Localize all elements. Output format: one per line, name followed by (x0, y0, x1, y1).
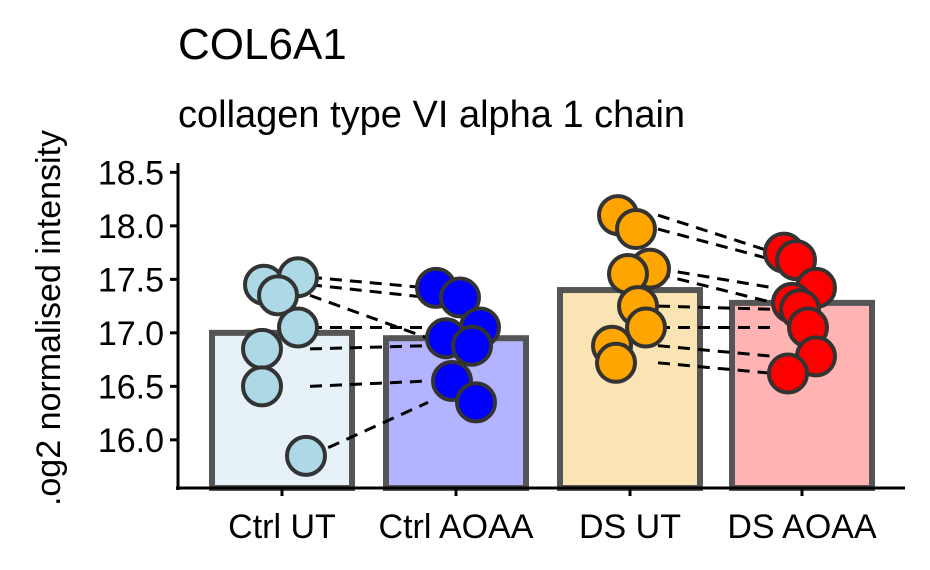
point-2-5 (451, 324, 493, 367)
point-1-7 (285, 434, 327, 477)
y-tick-label-3: 17.0 (98, 315, 164, 353)
y-tick-label-4: 17.5 (98, 261, 164, 299)
y-tick-label-2: 16.5 (98, 368, 164, 406)
point-3-2 (615, 208, 657, 251)
pair-line-1-7 (309, 401, 429, 458)
point-1-3 (257, 274, 299, 317)
y-tick-label-6: 18.5 (98, 154, 164, 192)
pair-line-2-1 (657, 213, 775, 255)
x-tick-label-4: DS AOAA (727, 508, 877, 546)
y-axis-label: .og2 normalised intensity (30, 130, 68, 506)
x-tick-label-1: Ctrl UT (228, 508, 336, 546)
chart-subtitle: collagen type VI alpha 1 chain (178, 94, 686, 136)
point-3-6 (625, 306, 667, 349)
point-3-8 (595, 341, 637, 384)
y-tick-label-1: 16.0 (98, 422, 164, 460)
pair-line-1-3 (309, 293, 429, 340)
pair-line-2-3 (657, 267, 775, 290)
point-1-4 (277, 306, 319, 349)
pair-lines-group (309, 213, 775, 458)
pair-line-2-2 (657, 227, 775, 262)
point-1-5 (241, 327, 283, 370)
point-2-7 (455, 381, 497, 424)
point-2-2 (439, 276, 481, 319)
point-4-8 (767, 352, 809, 395)
x-tick-label-2: Ctrl AOAA (379, 508, 534, 546)
y-tick-label-5: 18.0 (98, 208, 164, 246)
x-tick-label-3: DS UT (579, 508, 681, 546)
point-4-2 (775, 239, 817, 282)
bar-1 (209, 329, 355, 491)
points-group (241, 194, 837, 477)
pair-line-1-1 (309, 275, 429, 290)
chart-title: COL6A1 (178, 20, 347, 69)
point-1-6 (241, 365, 283, 408)
